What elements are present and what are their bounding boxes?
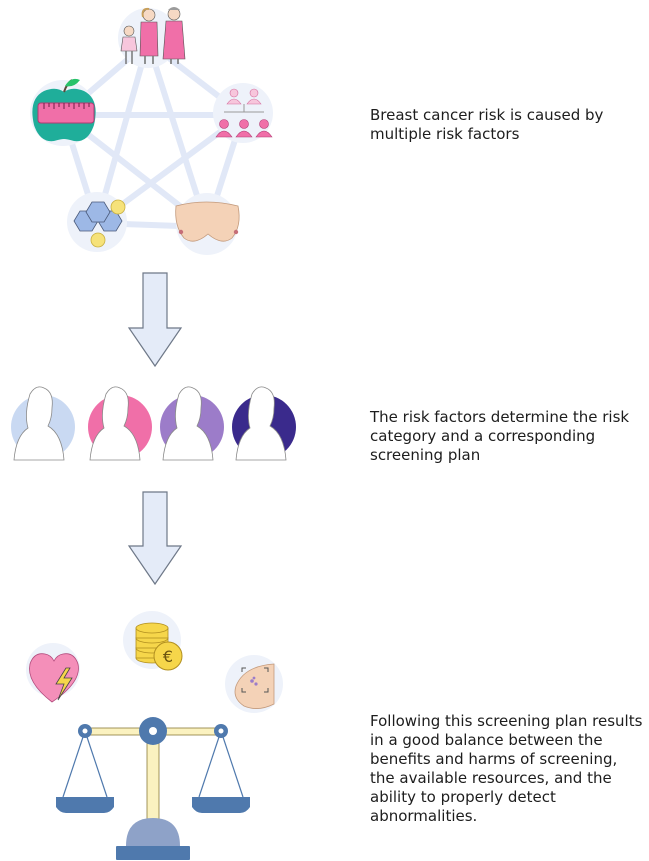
balance-section: € (26, 611, 283, 860)
risk-categories (11, 386, 296, 461)
breast-density-icon (175, 201, 240, 242)
hormones-molecule-icon (73, 199, 126, 248)
risk-category-3 (160, 386, 224, 461)
down-arrow-2 (127, 491, 183, 586)
step-2-caption: The risk factors determine the risk cate… (370, 408, 630, 464)
euro-symbol: € (163, 647, 173, 666)
step-1-caption: Breast cancer risk is caused by multiple… (370, 106, 604, 143)
risk-factor-network (30, 7, 273, 255)
risk-category-4 (232, 386, 296, 461)
family-history-icon (215, 88, 273, 138)
euro-coins-icon: € (135, 622, 183, 671)
apple-measure-tape-icon (32, 78, 96, 142)
risk-category-1 (11, 386, 75, 461)
heart-lightning-icon (29, 653, 79, 703)
step-3-caption: Following this screening plan results in… (370, 712, 643, 825)
balance-scale-icon (56, 717, 250, 860)
age-women-icon (120, 7, 186, 64)
breast-scan-icon (234, 663, 275, 709)
risk-category-2 (88, 386, 152, 461)
down-arrow-1 (127, 272, 183, 368)
